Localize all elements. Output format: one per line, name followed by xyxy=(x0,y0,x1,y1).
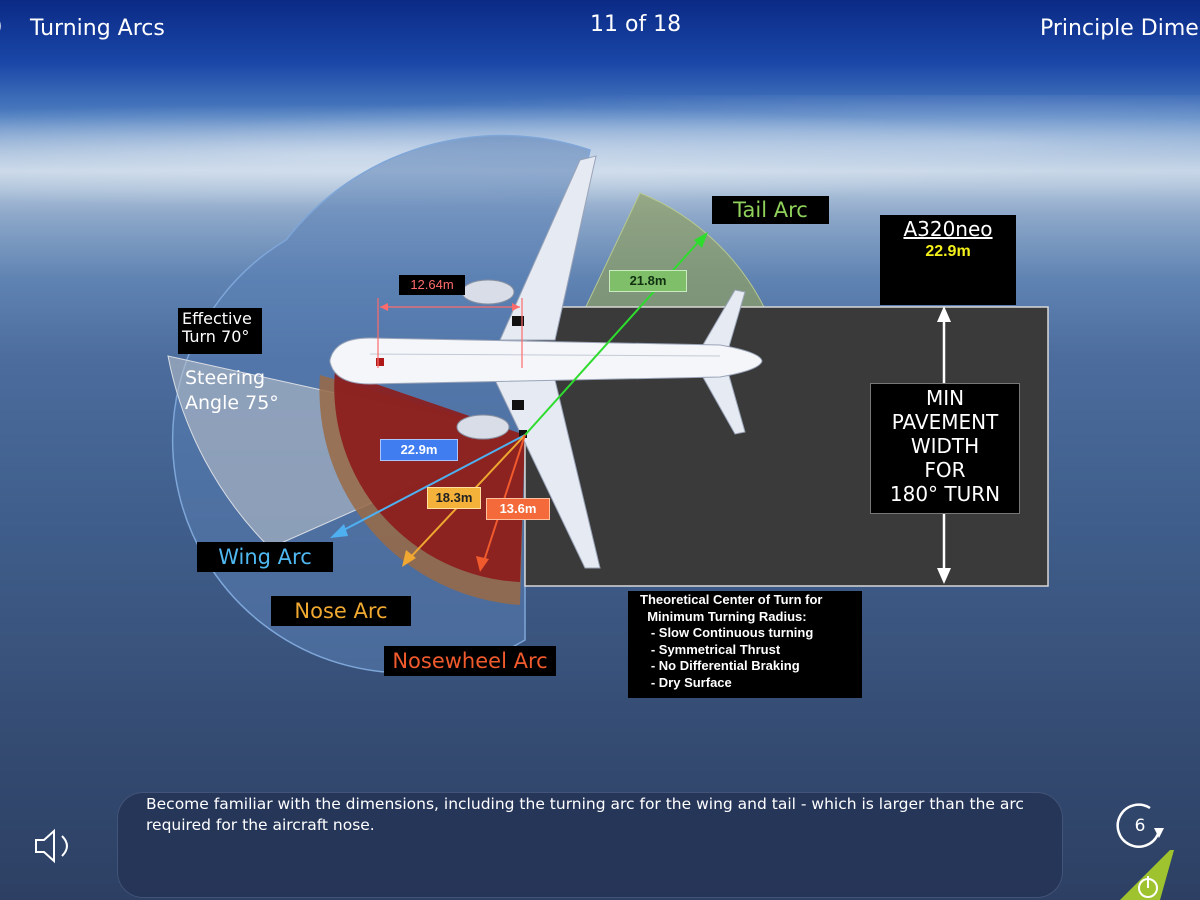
steering-line-1: Steering xyxy=(185,367,266,389)
nosewheel-arc-label: Nosewheel Arc xyxy=(384,646,556,676)
pavement-width-arrow xyxy=(937,306,951,584)
aircraft-model: A320neo xyxy=(903,217,993,241)
section-title: Principle Dime xyxy=(1040,16,1199,41)
wing-arc-label: Wing Arc xyxy=(197,542,333,572)
nose-arc-label: Nose Arc xyxy=(271,596,411,626)
wheel-offset-value: 12.64m xyxy=(399,275,465,295)
effective-turn-label: Effective Turn 70° xyxy=(178,308,262,354)
back-button[interactable]: ) xyxy=(0,14,3,39)
wing-radius-arrow xyxy=(330,434,526,538)
steering-line-2: Angle 75° xyxy=(185,392,279,414)
nosewheel-radius-value: 13.6m xyxy=(486,498,550,520)
tail-radius-value: 21.8m xyxy=(609,270,687,292)
speaker-icon xyxy=(35,828,68,864)
steering-angle-label: Steering Angle 75° xyxy=(185,366,279,416)
wing-radius-value: 22.9m xyxy=(380,439,458,461)
aircraft-pavement-value: 22.9m xyxy=(925,243,971,260)
aircraft-dimension-box: A320neo 22.9m xyxy=(880,215,1016,305)
min-pavement-width-box: MIN PAVEMENT WIDTH FOR 180° TURN xyxy=(870,383,1020,514)
pavement-line-1: MIN xyxy=(925,386,965,410)
narration-panel: Become familiar with the dimensions, inc… xyxy=(117,792,1063,898)
slide-counter: 11 of 18 xyxy=(590,12,682,37)
wheel-offset-dimension xyxy=(377,298,523,368)
pavement-line-4: FOR xyxy=(924,458,966,482)
effective-turn-line-1: Effective xyxy=(182,309,252,328)
pavement-line-3: WIDTH xyxy=(910,434,980,458)
replay-icon xyxy=(1116,803,1164,848)
replay-count: 6 xyxy=(1134,816,1146,836)
pavement-line-2: PAVEMENT xyxy=(891,410,999,434)
replay-button[interactable]: 6 xyxy=(1114,802,1170,852)
aircraft-shape xyxy=(329,155,763,569)
tail-arc-label: Tail Arc xyxy=(712,196,829,224)
effective-turn-line-2: Turn 70° xyxy=(182,327,250,346)
page-title: Turning Arcs xyxy=(30,16,165,41)
narration-text: Become familiar with the dimensions, inc… xyxy=(146,795,1024,834)
theoretical-center-note: Theoretical Center of Turn for Minimum T… xyxy=(628,591,862,698)
pavement-line-5: 180° TURN xyxy=(889,482,1001,506)
airline-logo xyxy=(1100,840,1200,900)
speaker-button[interactable] xyxy=(32,826,76,866)
nose-radius-value: 18.3m xyxy=(427,487,481,509)
